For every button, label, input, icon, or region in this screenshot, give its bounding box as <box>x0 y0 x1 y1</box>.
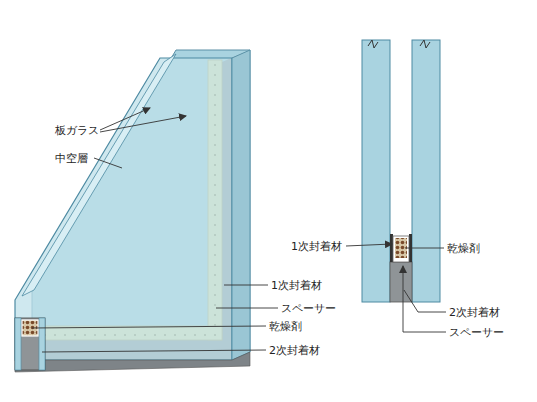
spacer-section <box>393 236 409 262</box>
secondary-sealant-section <box>390 262 412 302</box>
part-label: 乾燥剤 <box>268 320 303 333</box>
part-label: 2次封着材 <box>268 344 321 357</box>
corner-section <box>15 318 45 370</box>
part-label: 1次封着材 <box>290 240 343 253</box>
glass-pane-section <box>362 40 390 302</box>
part-label: 中空層 <box>54 152 89 165</box>
part-label: 2次封着材 <box>448 306 501 319</box>
part-label: 乾燥剤 <box>446 242 481 255</box>
part-label: 1次封着材 <box>270 279 323 292</box>
glass-pane <box>15 58 232 360</box>
part-label: スペーサー <box>448 326 505 339</box>
part-label: 板ガラス <box>54 124 100 137</box>
part-label: スペーサー <box>280 302 337 315</box>
